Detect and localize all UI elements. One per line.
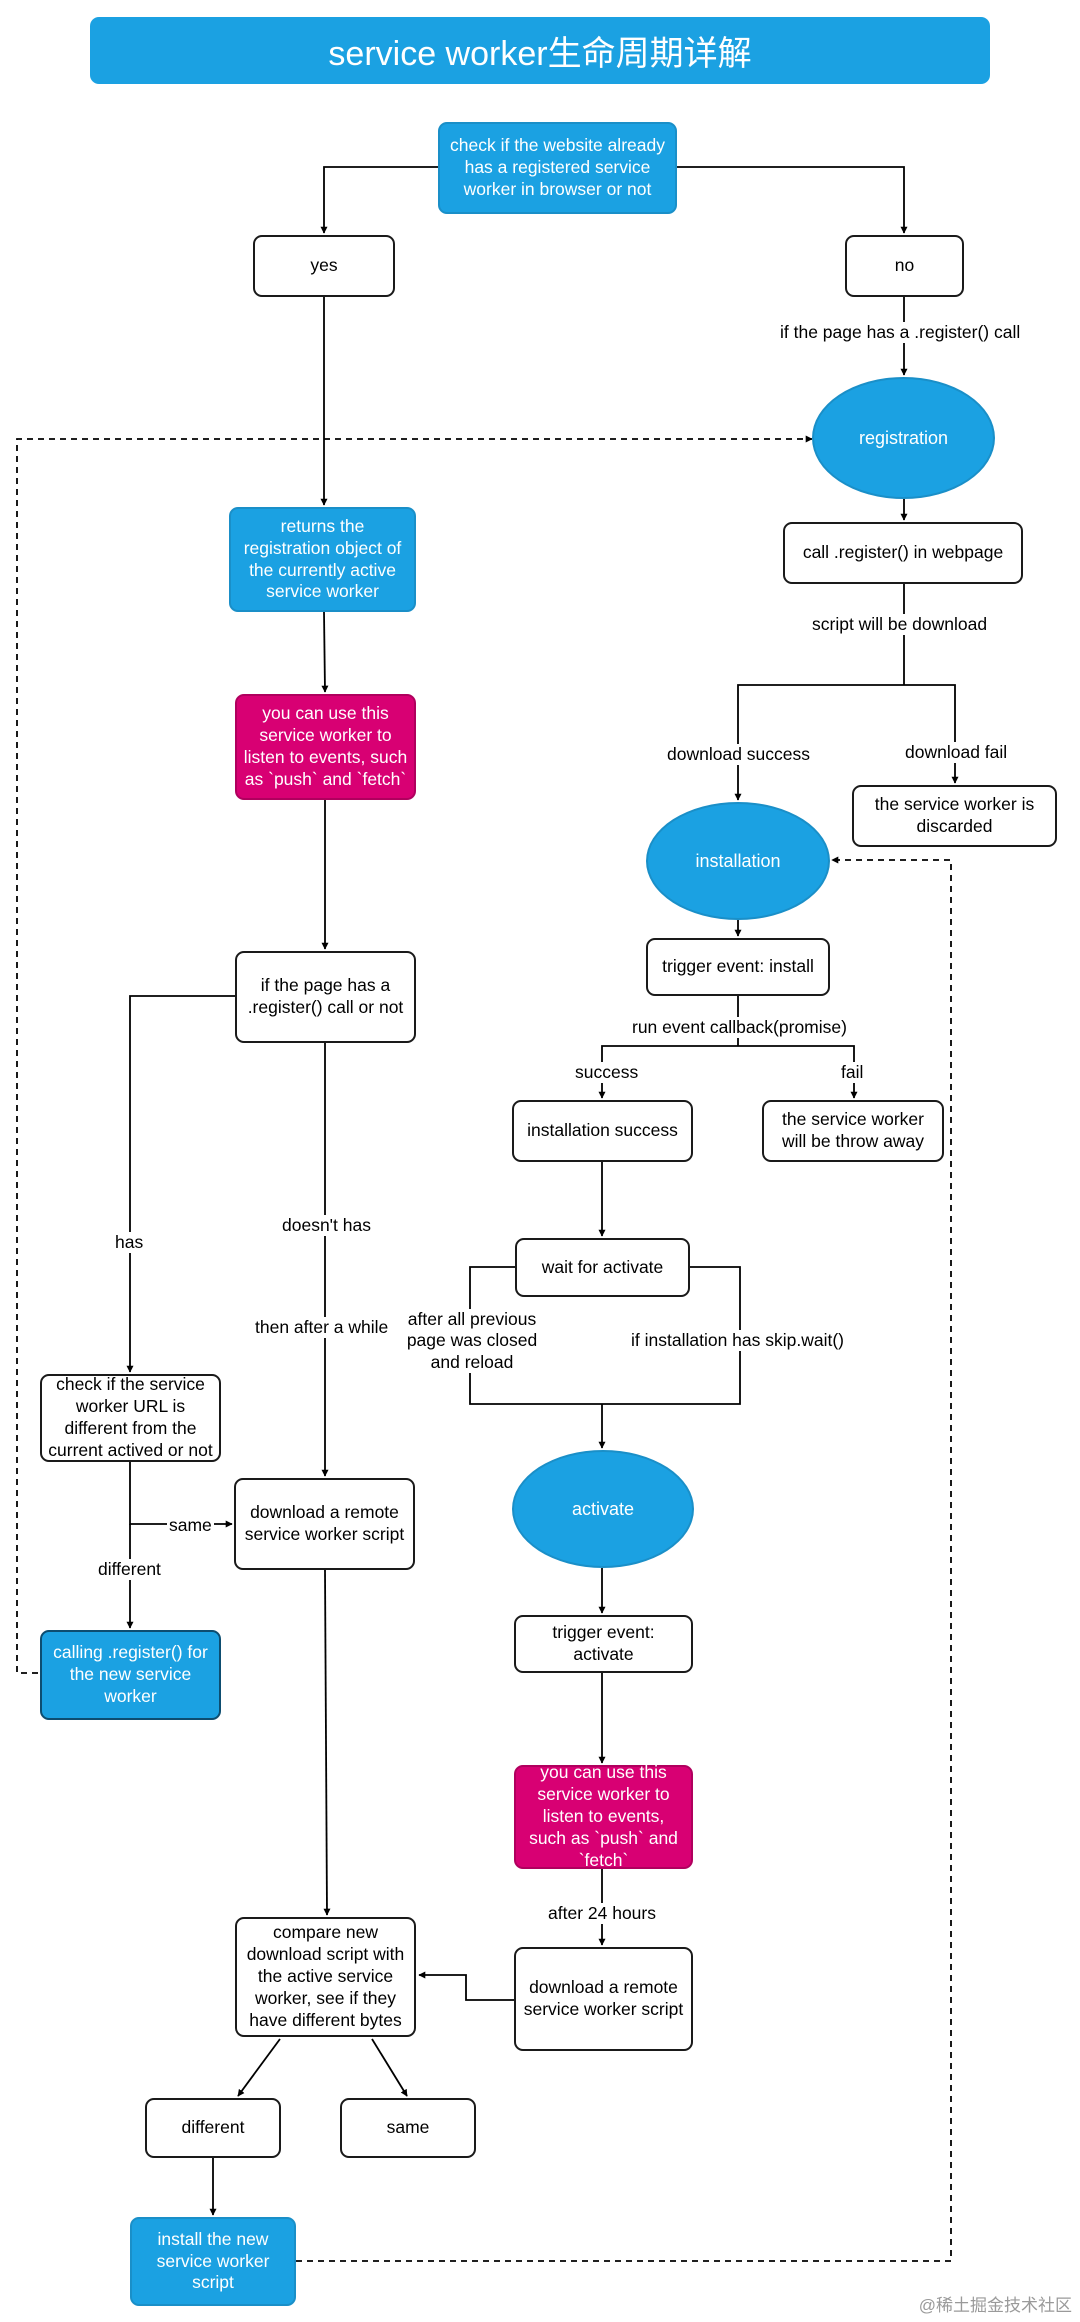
- label-download-fail: download fail: [903, 742, 1010, 764]
- node-check-url: check if the service worker URL is diffe…: [40, 1374, 221, 1462]
- node-throw-away: the service worker will be throw away: [762, 1100, 944, 1162]
- edge-check-to-yes: [320, 166, 438, 234]
- node-use-sw-right: you can use this service worker to liste…: [514, 1762, 693, 1870]
- node-call-register: call .register() in webpage: [783, 522, 1023, 584]
- edge-calling-back-to-registration: [16, 435, 813, 1674]
- node-no: no: [845, 235, 964, 297]
- edge-to-installation: [734, 684, 904, 801]
- label-run-callback: run event callback(promise): [630, 1017, 849, 1039]
- edge-returns-to-use: [321, 611, 329, 693]
- edge-compare-to-different: [237, 2038, 281, 2097]
- node-trigger-install: trigger event: install: [646, 938, 830, 996]
- node-activate: activate: [512, 1450, 694, 1568]
- edge-to-throw-away: [738, 1045, 858, 1099]
- node-compare-script: compare new download script with the act…: [235, 1917, 416, 2037]
- node-installation-success: installation success: [512, 1100, 693, 1162]
- label-after-24: after 24 hours: [546, 1903, 658, 1925]
- label-after-all-previous: after all previous page was closed and r…: [400, 1309, 544, 1374]
- label-then-after: then after a while: [253, 1317, 391, 1339]
- node-registration: registration: [812, 377, 995, 499]
- edge-check-to-no: [677, 166, 908, 234]
- node-page-has-register: if the page has a .register() call or no…: [235, 951, 416, 1043]
- edge-install-new-back-to-installation: [296, 856, 952, 2262]
- node-check-registered: check if the website already has a regis…: [438, 122, 677, 214]
- edge-compare-to-same: [371, 2038, 408, 2097]
- node-installation: installation: [646, 802, 830, 920]
- node-use-sw-left: you can use this service worker to liste…: [235, 694, 416, 800]
- node-install-new: install the new service worker script: [130, 2217, 296, 2306]
- label-script-download: script will be download: [810, 614, 990, 636]
- edge-download-right-to-compare: [418, 1971, 514, 2001]
- edge-download-to-compare: [323, 1569, 331, 1916]
- watermark: @稀土掘金技术社区: [918, 2296, 1072, 2315]
- label-fail: fail: [839, 1062, 866, 1084]
- label-if-register-call: if the page has a .register() call: [778, 322, 1023, 344]
- node-different: different: [145, 2098, 281, 2158]
- label-same: same: [167, 1515, 214, 1537]
- label-skip-wait: if installation has skip.wait(): [629, 1330, 846, 1352]
- label-doesnt-has: doesn't has: [280, 1215, 373, 1237]
- node-same: same: [340, 2098, 476, 2158]
- node-sw-discarded: the service worker is discarded: [852, 785, 1057, 847]
- node-trigger-activate: trigger event: activate: [514, 1615, 693, 1673]
- node-yes: yes: [253, 235, 395, 297]
- label-success: success: [573, 1062, 641, 1084]
- node-calling-register: calling .register() for the new service …: [40, 1630, 221, 1720]
- edge-page-has-to-check: [126, 995, 235, 1373]
- edge-to-discarded: [904, 684, 959, 784]
- node-returns-registration: returns the registration object of the c…: [229, 507, 416, 612]
- label-different: different: [96, 1559, 163, 1581]
- node-download-remote-left: download a remote service worker script: [234, 1478, 415, 1570]
- label-has: has: [113, 1232, 146, 1254]
- node-download-remote-right: download a remote service worker script: [514, 1947, 693, 2051]
- diagram-title: service worker生命周期详解: [90, 17, 990, 84]
- node-wait-activate: wait for activate: [515, 1238, 690, 1297]
- label-download-success: download success: [665, 744, 812, 766]
